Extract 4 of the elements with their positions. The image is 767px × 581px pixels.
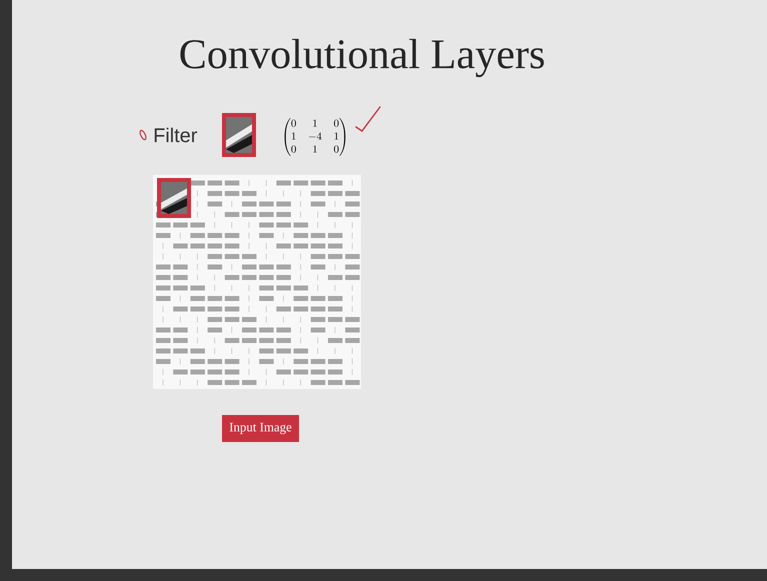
title: Convolutional Layers — [180, 38, 544, 78]
filter-matrix: $\begin{pmatrix}0 & 1 & 0\\ 1 & -4 & 1\\ 0 & 1 & 0\end{pmatrix}$ — [284, 118, 346, 156]
input-image-button: Input Image — [222, 415, 299, 442]
filter-label: Filter — [154, 128, 198, 142]
